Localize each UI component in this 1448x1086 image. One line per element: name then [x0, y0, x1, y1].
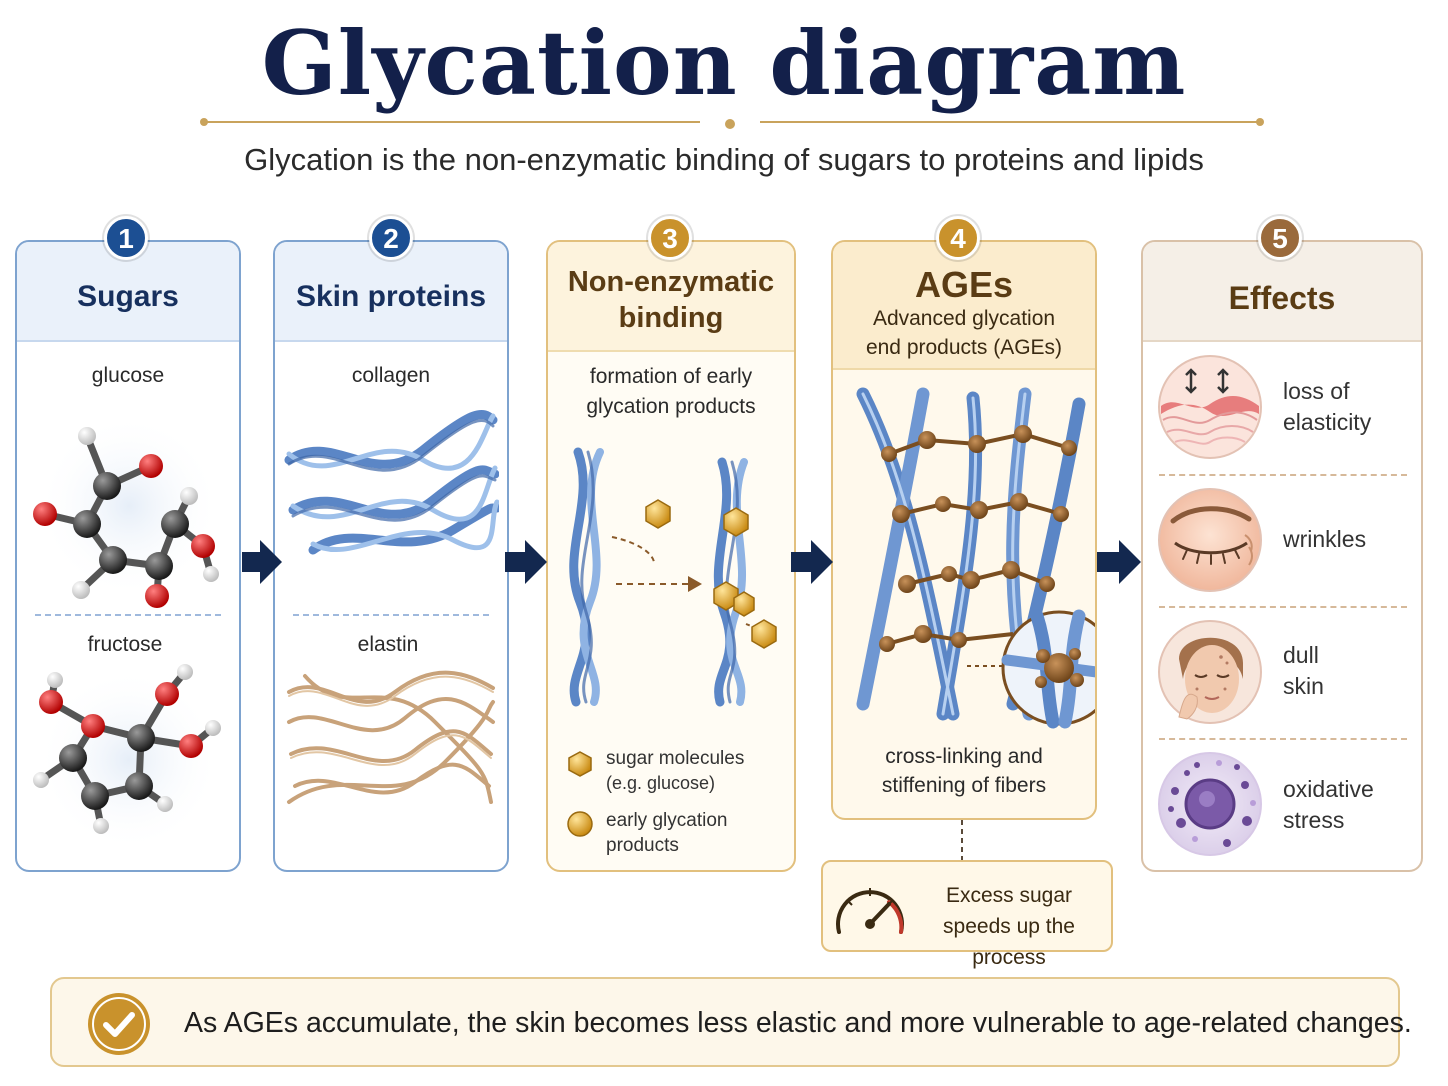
legend-line-2: (e.g. glucose): [606, 773, 716, 793]
panel-title-line-1: Non-enzymatic: [567, 266, 775, 298]
binding-caption: formation of early glycation products: [548, 362, 794, 422]
effect-line-1: loss of: [1283, 378, 1350, 404]
glucose-molecule-icon: [33, 414, 221, 608]
panel-title: Non-enzymatic binding: [548, 264, 794, 336]
effect-line-1: oxidative: [1283, 776, 1374, 802]
arrow-right-icon: [242, 540, 282, 584]
panel-non-enzymatic-binding: Non-enzymatic binding formation of early…: [546, 240, 796, 872]
legend-early-glycation-products: early glycation products: [606, 808, 727, 858]
panel-effects: Effects loss of elasticity wrinkles: [1141, 240, 1423, 872]
arrow-right-icon: [791, 540, 833, 584]
arrow-right-icon: [505, 540, 547, 584]
panel-subtitle-line-1: Advanced glycation: [872, 307, 1056, 330]
closed-eye-icon: [1158, 488, 1262, 592]
step-badge-4: 4: [936, 216, 980, 260]
legend-sugar-molecules: sugar molecules (e.g. glucose): [606, 746, 744, 796]
label-glucose: glucose: [91, 364, 165, 387]
effect-line-2: stress: [1283, 807, 1345, 833]
step-badge-2: 2: [369, 216, 413, 260]
legend-line-2: products: [606, 835, 679, 856]
effect-oxidative-stress: oxidative stress: [1283, 774, 1374, 836]
panel-title: Effects: [1228, 280, 1336, 316]
binding-illustration: [569, 447, 777, 707]
panel-header: Non-enzymatic binding: [548, 242, 794, 352]
crosslinked-fibers-icon: [856, 387, 1095, 729]
legend-line-1: sugar molecules: [606, 748, 745, 769]
effect-separator: [1159, 606, 1407, 608]
ages-caption: cross-linking and stiffening of fibers: [833, 742, 1095, 800]
panel-subtitle: Advanced glycation end products (AGEs): [833, 304, 1095, 362]
fructose-molecule-icon: [33, 664, 221, 852]
effect-dull-skin: dull skin: [1283, 640, 1324, 702]
skin-layers-icon: [1158, 355, 1262, 459]
ages-caption-line-1: cross-linking and: [885, 745, 1043, 768]
page-subtitle: Glycation is the non-enzymatic binding o…: [244, 142, 1204, 177]
step-badge-3: 3: [648, 216, 692, 260]
label-collagen: collagen: [351, 364, 431, 387]
elastin-fibers-icon: [287, 670, 495, 804]
page-title: Glycation diagram: [261, 11, 1187, 115]
effect-loss-of-elasticity: loss of elasticity: [1283, 376, 1371, 438]
panel-separator: [293, 614, 489, 616]
effect-line-2: elasticity: [1283, 409, 1372, 435]
note-connector: [961, 820, 963, 862]
panel-title: AGEs: [914, 264, 1014, 305]
binding-caption-line-2: glycation products: [586, 395, 756, 418]
panel-sugars: Sugars glucose fructose: [15, 240, 241, 872]
effect-line-1: dull: [1283, 642, 1319, 668]
panel-subtitle-line-2: end products (AGEs): [865, 336, 1063, 359]
step-badge-1: 1: [104, 216, 148, 260]
arrow-right-icon: [1097, 540, 1141, 584]
legend-line-1: early glycation: [606, 810, 728, 831]
face-icon: [1158, 620, 1262, 724]
effect-separator: [1159, 738, 1407, 740]
label-fructose: fructose: [87, 633, 163, 656]
excess-sugar-line-1: Excess sugar: [945, 884, 1073, 907]
summary-banner: As AGEs accumulate, the skin becomes les…: [50, 977, 1412, 1067]
cell-icon: [1158, 752, 1262, 856]
panel-title-line-2: binding: [618, 302, 724, 334]
excess-sugar-line-2: speeds up the process: [943, 915, 1075, 969]
effect-line-1: wrinkles: [1283, 526, 1367, 552]
panel-header: AGEs Advanced glycation end products (AG…: [833, 242, 1095, 370]
effect-wrinkles: wrinkles: [1283, 524, 1366, 555]
summary-text: As AGEs accumulate, the skin becomes les…: [184, 1007, 1412, 1039]
early-glycation-product-icon: [567, 811, 593, 837]
excess-sugar-note: Excess sugar speeds up the process: [821, 860, 1113, 969]
collagen-fibers-icon: [284, 410, 499, 555]
check-icon: [88, 993, 150, 1055]
sugar-molecule-icon: [568, 751, 592, 777]
effect-separator: [1159, 474, 1407, 476]
binding-caption-line-1: formation of early: [589, 365, 753, 388]
label-elastin: elastin: [357, 633, 419, 656]
panel-title: Skin proteins: [295, 280, 487, 313]
effect-line-2: skin: [1283, 673, 1324, 699]
panel-separator: [35, 614, 221, 616]
step-badge-5: 5: [1258, 216, 1302, 260]
excess-sugar-text: Excess sugar speeds up the process: [909, 880, 1109, 973]
panel-skin-proteins: Skin proteins collagen elastin: [273, 240, 509, 872]
title-divider: [200, 118, 1264, 129]
ages-caption-line-2: stiffening of fibers: [881, 774, 1047, 797]
gauge-icon: [836, 888, 904, 934]
panel-ages: AGEs Advanced glycation end products (AG…: [831, 240, 1097, 820]
panel-title: Sugars: [77, 280, 179, 313]
